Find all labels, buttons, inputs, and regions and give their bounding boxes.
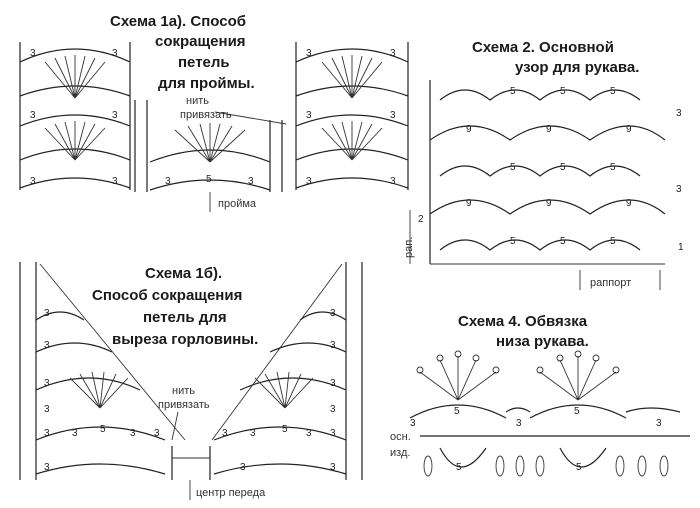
scheme-1a-num-13: 3 <box>390 110 396 121</box>
scheme-1b-tie-label-line1: нить <box>172 385 195 397</box>
scheme-2-num-8: 5 <box>560 162 566 173</box>
scheme-1b-num-17: 3 <box>250 428 256 439</box>
scheme-1a-tie-label-line1: нить <box>186 95 209 107</box>
scheme-1a-left-block: 3 3 3 3 3 3 <box>19 42 131 190</box>
scheme-4-product-label: изд. <box>390 447 410 459</box>
scheme-2-row-mark-1: 1 <box>678 242 684 253</box>
scheme-1a: Схема 1а). Способ сокращения петель для … <box>19 13 409 212</box>
scheme-1a-num-5: 3 <box>30 176 36 187</box>
scheme-1b-num-21: 3 <box>330 462 336 473</box>
scheme-1b-num-6: 3 <box>72 428 78 439</box>
scheme-2-num-5: 9 <box>546 124 552 135</box>
scheme-1a-title-line3: петель <box>178 54 230 71</box>
scheme-4-num-4: 3 <box>516 418 522 429</box>
scheme-2-num-9: 5 <box>610 162 616 173</box>
scheme-2-num-14: 5 <box>560 236 566 247</box>
scheme-4-num-2: 5 <box>574 406 580 417</box>
scheme-1b-title-line2: Способ сокращения <box>92 287 242 304</box>
scheme-2-num-1: 5 <box>510 86 516 97</box>
scheme-1b-num-7: 3 <box>44 462 50 473</box>
scheme-1a-armhole-label: пройма <box>218 198 257 210</box>
scheme-2-rap-label: рап. <box>403 237 415 258</box>
scheme-2-row-mark-3-top: 3 <box>676 108 682 119</box>
scheme-1a-num-11: 3 <box>390 48 396 59</box>
scheme-1b-num-13: 5 <box>282 424 288 435</box>
scheme-1a-num-9: 3 <box>248 176 254 187</box>
scheme-1b-num-3: 3 <box>44 378 50 389</box>
scheme-2-num-10: 9 <box>466 198 472 209</box>
scheme-4-title-line1: Схема 4. Обвязка <box>458 313 588 330</box>
scheme-1b-num-14: 3 <box>330 378 336 389</box>
scheme-1b-num-4: 3 <box>44 404 50 415</box>
scheme-1a-right-block: 3 3 3 3 3 3 <box>295 42 409 190</box>
scheme-2-title-line1: Схема 2. Основной <box>472 39 614 56</box>
scheme-1a-num-15: 3 <box>390 176 396 187</box>
scheme-1a-num-12: 3 <box>306 110 312 121</box>
scheme-1b-title-line1: Схема 1б). <box>145 265 222 282</box>
scheme-2-rapport-label: раппорт <box>590 277 631 289</box>
scheme-4-num-7: 5 <box>576 462 582 473</box>
scheme-1b-num-11: 3 <box>330 308 336 319</box>
scheme-1b-num-5: 3 <box>44 428 50 439</box>
scheme-2-num-7: 5 <box>510 162 516 173</box>
scheme-2-num-3: 5 <box>610 86 616 97</box>
scheme-2-row-mark-3-mid: 3 <box>676 184 682 195</box>
scheme-1b-num-8: 3 <box>154 428 160 439</box>
scheme-1a-num-3: 3 <box>30 110 36 121</box>
scheme-2-num-11: 9 <box>546 198 552 209</box>
scheme-1b-tie-label-line2: привязать <box>158 399 210 411</box>
scheme-1a-num-14: 3 <box>306 176 312 187</box>
scheme-2-num-12: 9 <box>626 198 632 209</box>
scheme-1b-num-19: 3 <box>330 428 336 439</box>
scheme-1b-num-16: 3 <box>222 428 228 439</box>
scheme-1b-num-9: 5 <box>100 424 106 435</box>
scheme-1a-tie-label-line2: привязать <box>180 109 232 121</box>
scheme-1a-num-8: 5 <box>206 174 212 185</box>
scheme-1b-num-18: 3 <box>306 428 312 439</box>
scheme-1b-title-line4: выреза горловины. <box>112 331 258 348</box>
scheme-2-num-2: 5 <box>560 86 566 97</box>
scheme-1a-num-1: 3 <box>30 48 36 59</box>
scheme-1a-tie-pointer <box>214 111 287 125</box>
scheme-1a-middle-block: 3 5 3 нить привязать пройма <box>134 95 287 212</box>
scheme-1b: Схема 1б). Способ сокращения петель для … <box>19 262 363 500</box>
scheme-1b-num-1: 3 <box>44 308 50 319</box>
scheme-1a-num-7: 3 <box>165 176 171 187</box>
scheme-2-num-6: 9 <box>626 124 632 135</box>
scheme-2: Схема 2. Основной узор для рукава. 5 5 5… <box>403 39 684 290</box>
scheme-2-row-mark-2: 2 <box>418 214 424 225</box>
scheme-4-num-3: 3 <box>410 418 416 429</box>
scheme-1a-num-4: 3 <box>112 110 118 121</box>
scheme-1b-left-side: 3 3 3 3 3 3 3 3 5 3 <box>19 262 186 480</box>
scheme-1b-num-20: 3 <box>240 462 246 473</box>
scheme-4: Схема 4. Обвязка низа рукава. 5 5 3 3 3 … <box>390 313 690 477</box>
scheme-1a-title-line4: для проймы. <box>158 75 255 92</box>
scheme-4-base-label: осн. <box>390 431 411 443</box>
scheme-1b-num-2: 3 <box>44 340 50 351</box>
scheme-1b-center: нить привязать центр переда <box>158 385 266 500</box>
scheme-1b-tie-pointer <box>171 411 179 441</box>
scheme-1b-center-label: центр переда <box>196 487 266 499</box>
scheme-2-num-13: 5 <box>510 236 516 247</box>
scheme-1a-num-2: 3 <box>112 48 118 59</box>
scheme-4-title-line2: низа рукава. <box>496 333 589 350</box>
scheme-4-num-5: 3 <box>656 418 662 429</box>
scheme-1b-num-10: 3 <box>130 428 136 439</box>
scheme-1b-right-side: 3 3 5 3 3 3 3 3 3 3 3 <box>211 262 363 480</box>
scheme-2-title-line2: узор для рукава. <box>515 59 639 76</box>
scheme-1a-num-10: 3 <box>306 48 312 59</box>
scheme-1a-num-6: 3 <box>112 176 118 187</box>
scheme-1b-title-line3: петель для <box>143 309 227 326</box>
scheme-2-num-15: 5 <box>610 236 616 247</box>
scheme-1a-title-line1: Схема 1а). Способ <box>110 13 246 30</box>
scheme-2-num-4: 9 <box>466 124 472 135</box>
scheme-1b-num-12: 3 <box>330 340 336 351</box>
scheme-4-num-1: 5 <box>454 406 460 417</box>
scheme-4-num-6: 5 <box>456 462 462 473</box>
scheme-1b-num-15: 3 <box>330 404 336 415</box>
scheme-1a-title-line2: сокращения <box>155 33 246 50</box>
